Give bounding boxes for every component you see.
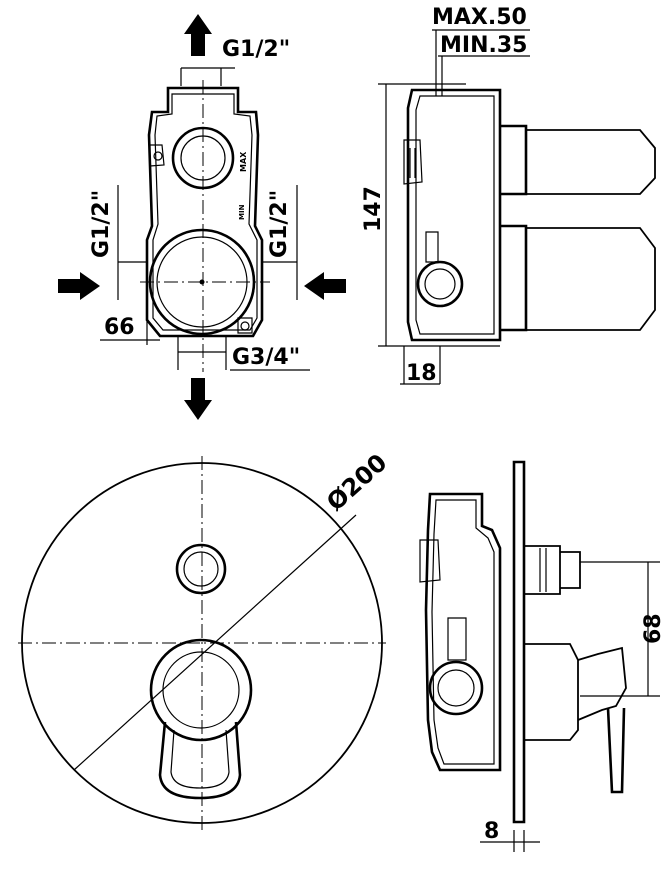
spacing-68-label: 68 <box>641 613 666 644</box>
assembly-side-view: 68 8 <box>419 460 666 852</box>
body-mark-min: MIN <box>238 204 246 220</box>
inlet-left-arrow-icon <box>58 272 100 300</box>
inlet-top-label: G1/2" <box>222 37 290 62</box>
offset-66-label: 66 <box>104 315 135 340</box>
inlet-left-label: G1/2" <box>89 190 114 258</box>
outlet-bottom-arrow-icon <box>184 378 212 420</box>
cover-plate-front-view: Ø200 <box>18 448 392 830</box>
depth-18-label: 18 <box>406 361 437 386</box>
inlet-right-arrow-icon <box>304 272 346 300</box>
height-147-label: 147 <box>361 186 386 232</box>
inlet-right-label: G1/2" <box>267 190 292 258</box>
inlet-top-arrow-icon <box>184 14 212 56</box>
plate-thickness-label: 8 <box>484 819 499 844</box>
body-mark-max: MAX <box>239 151 248 172</box>
plate-diameter-label: Ø200 <box>321 448 392 516</box>
max-depth-label: MAX.50 <box>432 5 527 30</box>
valve-body-side-view: MAX.50 MIN.35 147 18 <box>361 5 656 386</box>
outlet-bottom-label: G3/4" <box>232 345 300 370</box>
valve-body-front-view: G1/2" G1/2" G1/2" 66 G3/4" MAX MIN <box>58 14 346 420</box>
min-depth-label: MIN.35 <box>440 33 527 58</box>
